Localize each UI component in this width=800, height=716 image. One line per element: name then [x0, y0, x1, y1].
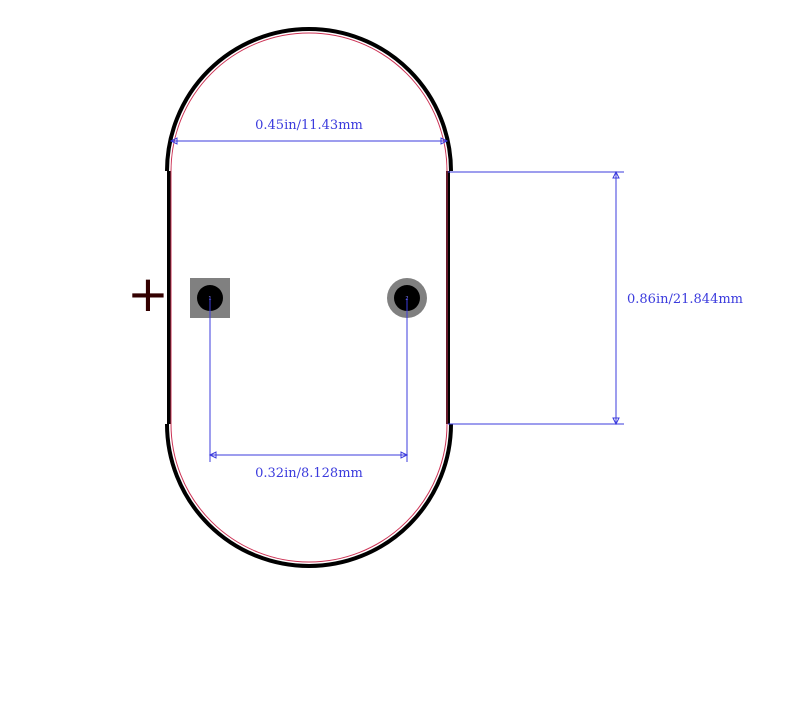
- dimension-pad-pitch-arrow-left: [208, 451, 217, 459]
- dimension-pad-pitch-label: 0.32in/8.128mm: [255, 466, 363, 481]
- dimension-body-length-arrow-top: [612, 170, 620, 179]
- polarity-mark: +: [127, 265, 169, 323]
- body-outline-bottom-arc: [165, 423, 453, 568]
- dimension-body-length-arrow-bottom: [612, 417, 620, 426]
- body-outline: [165, 27, 453, 568]
- dimension-body-width-arrow-right: [440, 137, 449, 145]
- dimension-body-width-label: 0.45in/11.43mm: [255, 118, 363, 133]
- dimension-body-width: [169, 137, 449, 145]
- dimension-body-length-label: 0.86in/21.844mm: [627, 292, 743, 307]
- dimension-pad-pitch: [208, 298, 409, 462]
- dimension-body-width-arrow-left: [169, 137, 178, 145]
- dimension-pad-pitch-arrow-right: [400, 451, 409, 459]
- dimension-body-length: [448, 170, 624, 426]
- body-outline-top-arc: [165, 27, 453, 172]
- courtyard-outline: [170, 32, 448, 563]
